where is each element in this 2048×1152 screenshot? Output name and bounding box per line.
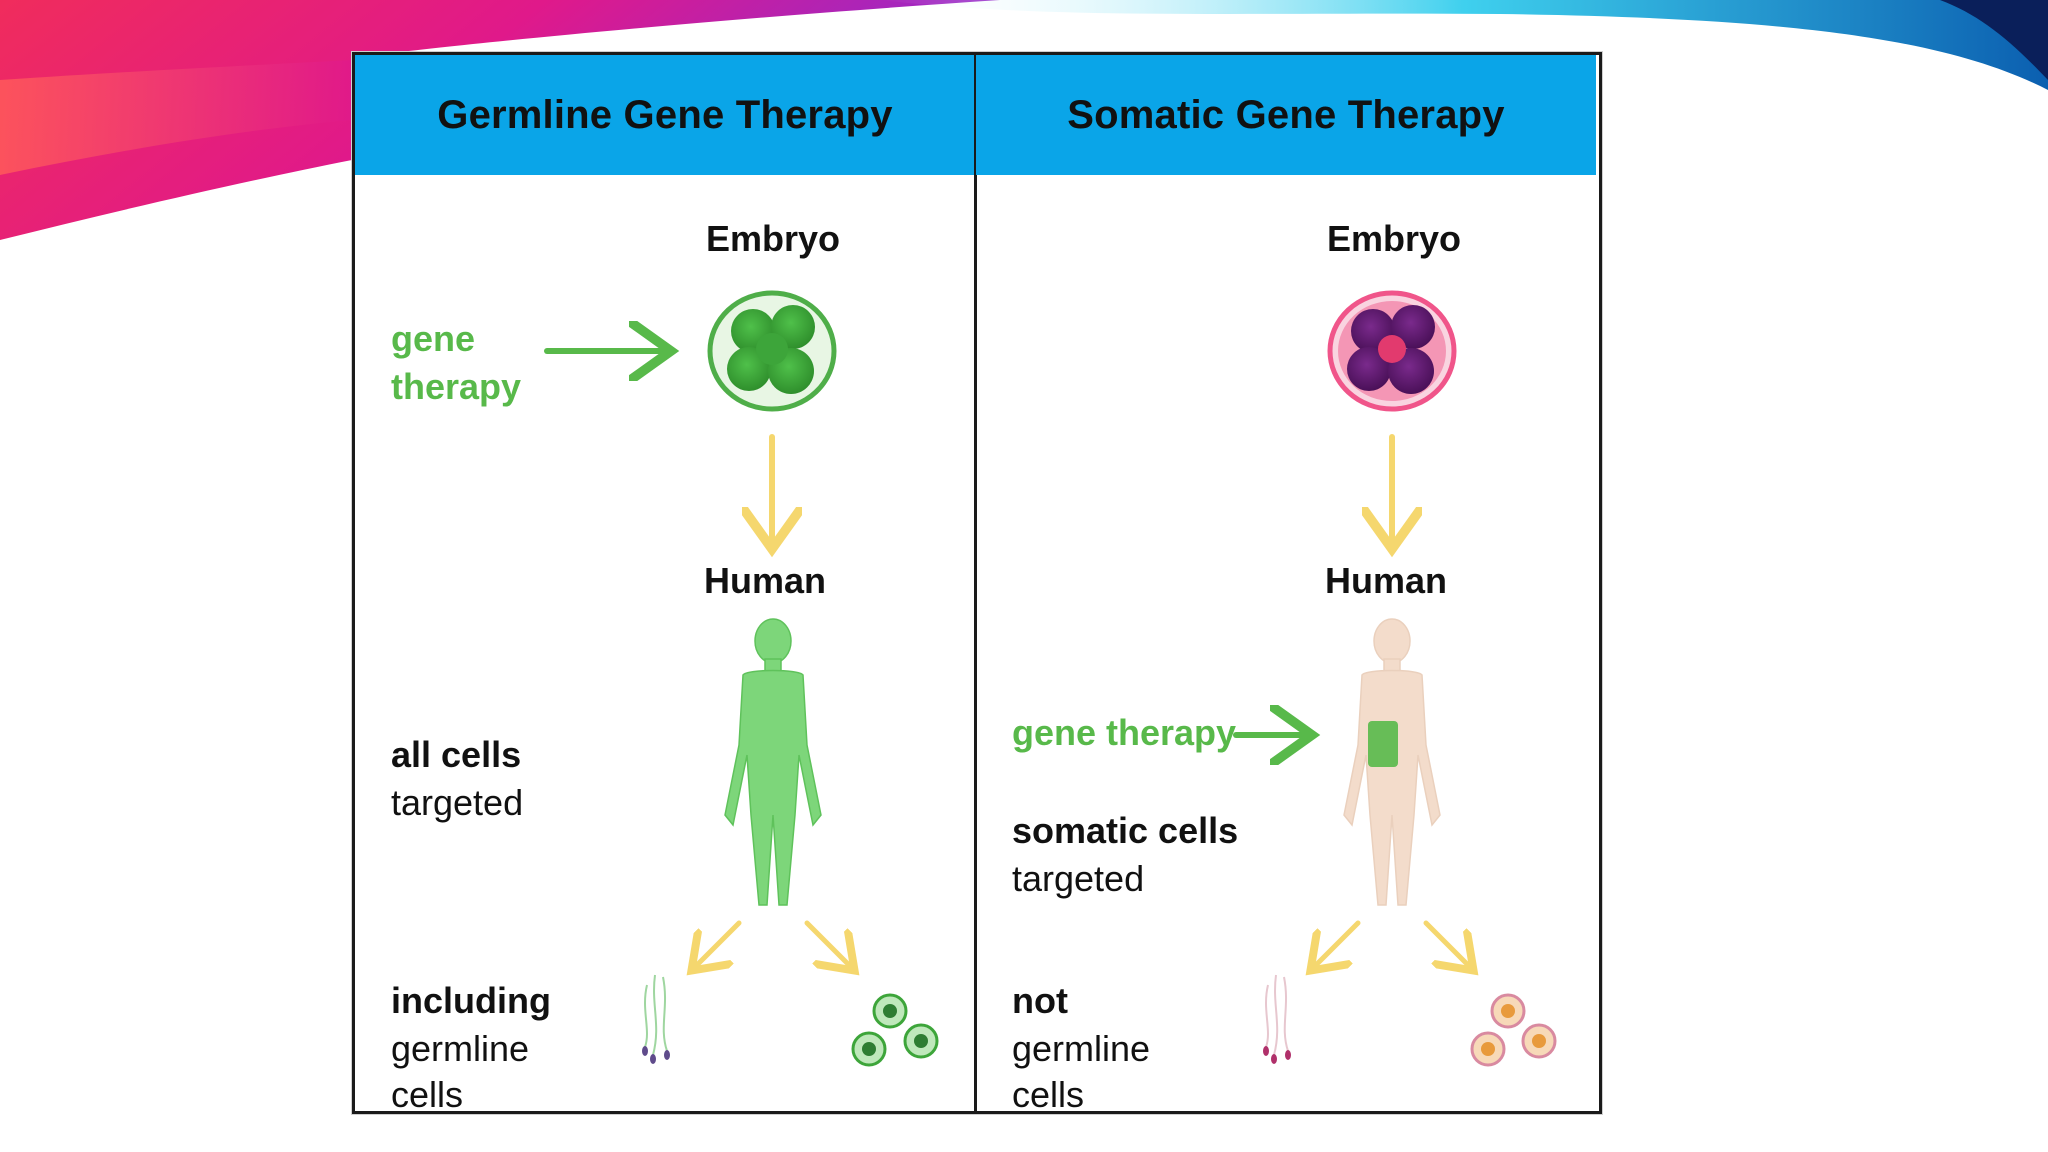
- panel-divider: [974, 55, 977, 1111]
- germline-note-line3: cells: [391, 1074, 464, 1115]
- gene-therapy-label-line2: therapy: [391, 366, 522, 407]
- to-sperm-arrow: [1314, 920, 1361, 967]
- embryo-label: Embryo: [705, 218, 841, 259]
- germline-note-bold: including: [391, 980, 551, 1021]
- gene-therapy-label: gene therapy: [1012, 712, 1237, 753]
- to-egg-arrow: [804, 920, 851, 967]
- somatic-panel-header: Somatic Gene Therapy: [976, 55, 1596, 175]
- ribbon-left-top: [0, 0, 1000, 240]
- germline-note-line3: cells: [1012, 1074, 1085, 1115]
- sperm-icon: [1263, 974, 1291, 1064]
- embryo-label: Embryo: [1326, 218, 1462, 259]
- cells-targeted-text: targeted: [391, 782, 524, 823]
- egg-cells-orange-icon: [1470, 993, 1557, 1067]
- human-label: Human: [703, 560, 826, 601]
- to-egg-arrow: [1423, 920, 1470, 967]
- cells-targeted-bold: all cells: [391, 734, 522, 775]
- targeted-tissue-patch: [1368, 721, 1398, 767]
- cells-targeted-bold: somatic cells: [1012, 810, 1239, 851]
- somatic-panel: Somatic Gene Therapy: [976, 55, 1596, 1115]
- gene-therapy-comparison-figure: Germline Gene Therapy: [352, 52, 1602, 1115]
- germline-note-bold: not: [1012, 980, 1068, 1021]
- sperm-icon: [642, 974, 670, 1064]
- ribbon-right: [880, 0, 2048, 90]
- germline-panel-header: Germline Gene Therapy: [355, 55, 975, 175]
- ribbon-left-band: [0, 60, 352, 175]
- germline-panel: Germline Gene Therapy: [355, 55, 975, 1115]
- germline-note-line2: germline: [1012, 1028, 1151, 1069]
- cells-targeted-text: targeted: [1012, 858, 1145, 899]
- egg-cells-green-icon: [851, 993, 939, 1067]
- germline-panel-title: Germline Gene Therapy: [437, 92, 893, 137]
- germline-illustration: [544, 290, 939, 1067]
- somatic-illustration: [1233, 290, 1557, 1067]
- human-label: Human: [1324, 560, 1447, 601]
- somatic-panel-title: Somatic Gene Therapy: [1067, 92, 1505, 137]
- embryo-green-icon: [707, 290, 837, 412]
- ribbon-right-dark: [1940, 0, 2048, 80]
- gene-therapy-label-line1: gene: [391, 318, 476, 359]
- human-green-icon: [724, 618, 822, 906]
- germline-note-line2: germline: [391, 1028, 530, 1069]
- to-sperm-arrow: [695, 920, 742, 967]
- embryo-purple-icon: [1327, 290, 1457, 412]
